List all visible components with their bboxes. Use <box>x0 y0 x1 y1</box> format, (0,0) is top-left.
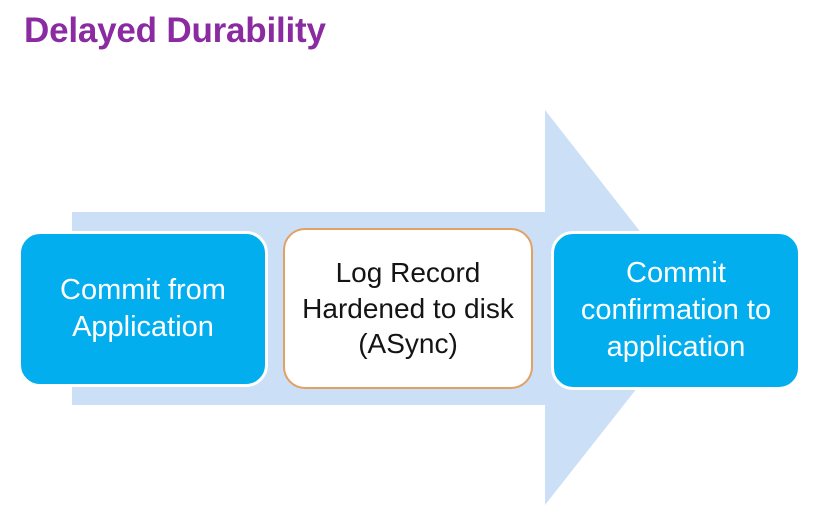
process-step-log-record-hardened[interactable]: Log Record Hardened to disk (ASync) <box>283 228 533 389</box>
process-step-commit-from-application[interactable]: Commit from Application <box>18 231 268 387</box>
process-step-label: Commit confirmation to application <box>580 256 772 364</box>
page-title: Delayed Durability <box>24 11 326 50</box>
process-step-label: Commit from Application <box>60 273 226 343</box>
process-step-commit-confirmation[interactable]: Commit confirmation to application <box>551 231 801 390</box>
process-step-label: Log Record Hardened to disk (ASync) <box>302 256 514 360</box>
